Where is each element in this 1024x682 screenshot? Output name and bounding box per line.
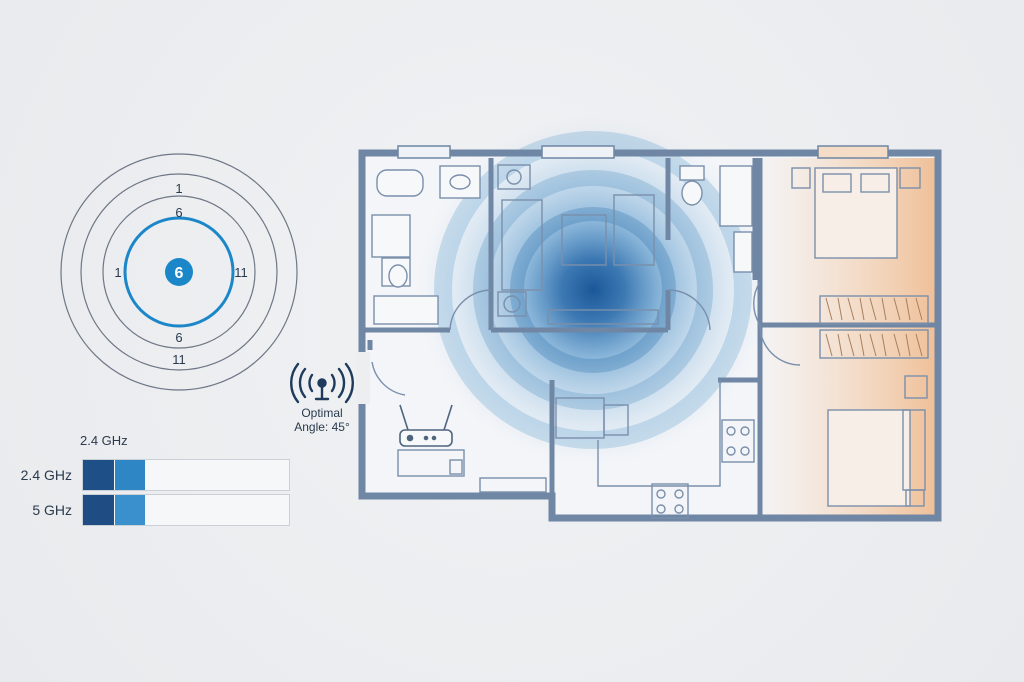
windows: [397, 145, 889, 159]
band-bars-title: 2.4 GHz: [80, 433, 128, 448]
antenna-label-line1: Optimal: [301, 406, 343, 420]
band-bar-row-2: [82, 494, 290, 526]
center-dot: [165, 258, 193, 286]
bathroom-fixtures: [371, 165, 753, 325]
band-bar-row-1: [82, 459, 290, 491]
antenna-label-line2: Angle: 45°: [294, 420, 350, 434]
mid-top-label: 6: [175, 205, 182, 220]
band-bar-segment: [83, 460, 114, 490]
selected-channel-ring: [123, 216, 235, 328]
closet-hangers: [825, 297, 923, 357]
kitchen-fixtures: [555, 380, 755, 519]
outer-ring: [60, 153, 298, 391]
band-bar-segment: [115, 460, 145, 490]
center-channel-label: 6: [175, 265, 184, 282]
band-bar-segment: [83, 495, 114, 525]
bedroom-furniture: [791, 167, 929, 507]
channel-ring-diagram: 1 6 1 11 6 6 11: [60, 153, 298, 391]
living-room-furniture: [497, 164, 659, 325]
third-ring: [102, 195, 256, 349]
right-label: 11: [234, 265, 248, 280]
door-swings: [371, 281, 801, 396]
router-icon: [399, 404, 453, 447]
band-row-label-1: 2.4 GHz: [20, 467, 72, 483]
antenna-icon: [290, 362, 354, 404]
coverage-heatmap: [418, 115, 768, 465]
band-bar-segment: [115, 495, 145, 525]
antenna-angle-label: Optimal Angle: 45°: [286, 406, 358, 434]
band-row-label-2: 5 GHz: [32, 502, 72, 518]
mid-bottom-label: 6: [175, 330, 182, 345]
outer-bottom-label: 11: [172, 352, 186, 367]
outer-walls: [358, 149, 942, 522]
inner-walls: [359, 158, 938, 518]
left-label: 1: [114, 265, 121, 280]
floor-plan: [356, 115, 942, 525]
second-ring: [80, 173, 278, 371]
outer-top-label: 1: [175, 181, 182, 196]
